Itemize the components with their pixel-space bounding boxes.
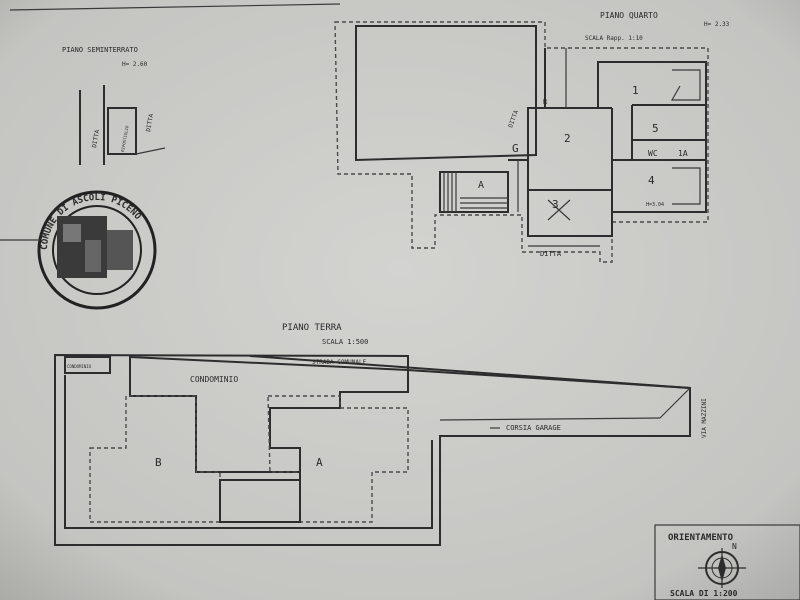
quarto-room-3: 3 xyxy=(552,198,559,211)
quarto-room-a: A xyxy=(478,180,484,191)
terra-corsia: CORSIA GARAGE xyxy=(506,424,561,432)
quarto-room-height: H=3.04 xyxy=(646,202,664,208)
semi-ditta-left: DITTA xyxy=(91,129,101,148)
compass-rose-icon xyxy=(698,548,746,588)
orientation-block: ORIENTAMENTO N SCALA DI 1:200 xyxy=(654,524,800,600)
piano-seminterrato: PIANO SEMINTERRATO H= 2.60 DITTA DITTA R… xyxy=(62,46,166,165)
piano-terra: PIANO TERRA SCALA 1:500 STRADA COMUNALE … xyxy=(54,323,708,546)
sheet-top-border xyxy=(9,3,341,11)
semi-room-label: RIPOSTIGLIO xyxy=(120,125,130,153)
semi-ditta-right: DITTA xyxy=(145,113,155,132)
quarto-room-5: 5 xyxy=(652,122,659,135)
terra-via: VIA MAZZINI xyxy=(701,398,708,438)
quarto-title: PIANO QUARTO xyxy=(600,11,658,20)
quarto-ditta-bottom: DITTA xyxy=(540,250,562,258)
semi-height: H= 2.60 xyxy=(122,61,148,68)
quarto-mark-g: G xyxy=(512,142,519,155)
quarto-room-4: 4 xyxy=(648,174,655,187)
quarto-height: H= 2.33 xyxy=(704,21,730,28)
orient-north: N xyxy=(732,542,737,551)
quarto-scale: SCALA Rapp. 1:10 xyxy=(585,35,643,42)
terra-block-a: A xyxy=(316,456,323,469)
quarto-room-2: 2 xyxy=(564,132,571,145)
quarto-mark-r: R xyxy=(543,98,548,106)
terra-condominio-small: CONDOMINIO xyxy=(67,364,92,369)
semi-title: PIANO SEMINTERRATO xyxy=(62,46,138,54)
orient-scale: SCALA DI 1:200 xyxy=(670,589,738,598)
quarto-mark-1a: 1A xyxy=(678,149,688,158)
quarto-room-wc: WC xyxy=(648,149,658,158)
terra-scale: SCALA 1:500 xyxy=(322,338,368,346)
orient-label: ORIENTAMENTO xyxy=(668,533,734,543)
terra-block-b: B xyxy=(155,456,162,469)
terra-title: PIANO TERRA xyxy=(282,323,342,333)
terra-condominio: CONDOMINIO xyxy=(190,375,238,384)
quarto-room-1: 1 xyxy=(632,84,639,97)
piano-quarto: PIANO QUARTO H= 2.33 SCALA Rapp. 1:10 xyxy=(334,11,730,263)
